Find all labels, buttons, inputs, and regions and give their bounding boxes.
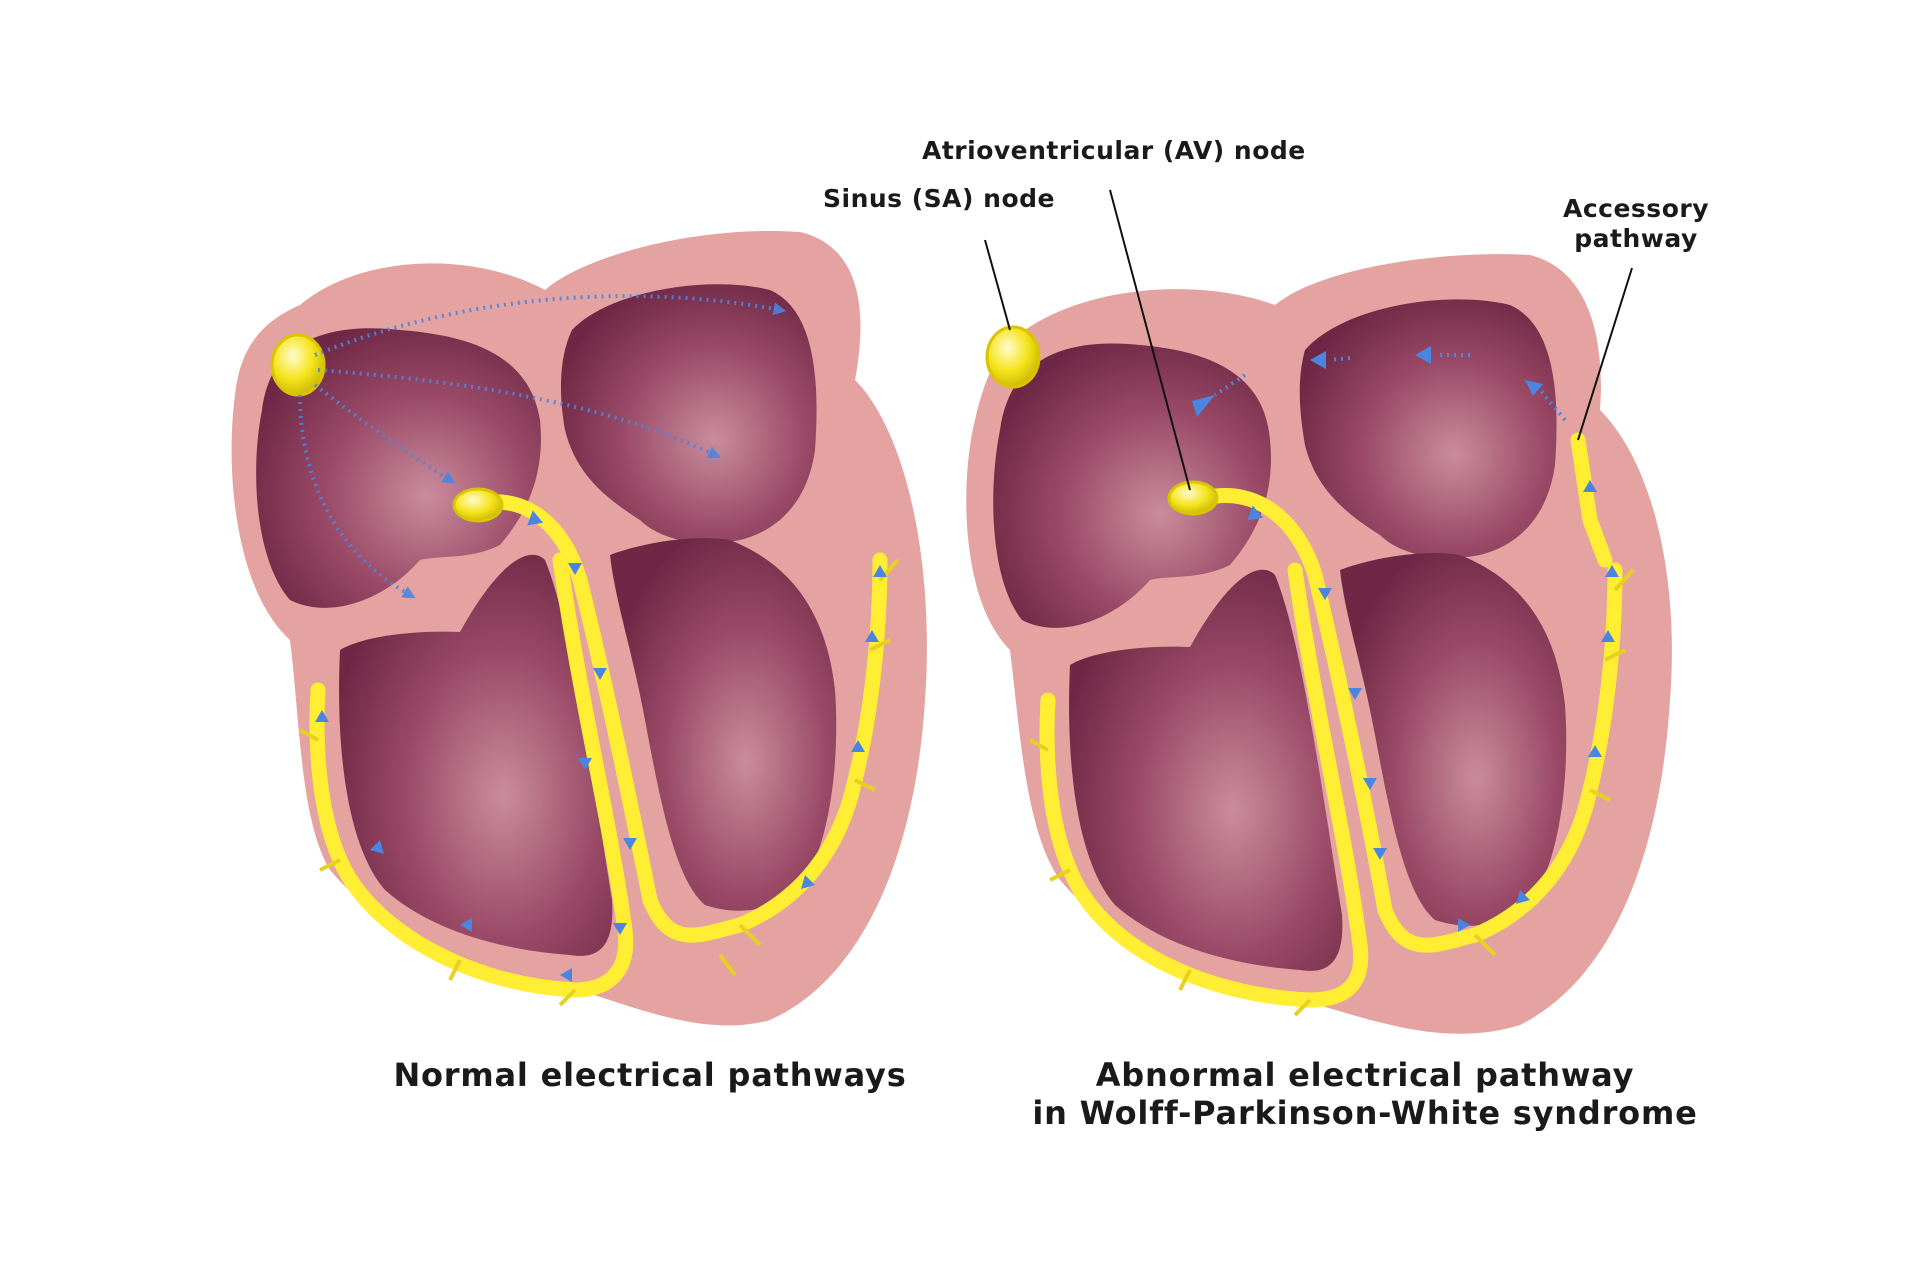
wpw-arrow-left [1415,346,1431,364]
normal-arrow-left [370,840,384,854]
sa-node-leader [984,239,1011,331]
normal-arrow-up [873,565,887,577]
wpw-atrial-dash-lines [1213,353,1567,422]
wpw-arrow-down [1373,848,1387,860]
normal-right-ventricle [339,554,613,956]
normal-av-node [452,487,504,523]
normal-arrow-up [315,710,329,722]
wpw-arrow-up [1601,630,1615,642]
normal-arrow-down [613,923,627,935]
normal-atrial-signal-arrows [298,294,787,599]
wpw-arrow-down [1247,505,1264,521]
normal-purkinje-branches [299,558,900,1007]
wpw-arrow-up-left [1525,380,1543,396]
label-leader-lines [984,189,1633,491]
normal-arrow-left [460,918,472,932]
wpw-left-ventricle [1340,553,1567,926]
normal-arrow-down [568,563,582,575]
normal-right-atrium [256,328,541,608]
wpw-av-node [1167,480,1219,516]
wpw-left-atrium [1299,299,1557,559]
normal-arrow-down [578,758,592,770]
normal-caption: Normal electrical pathways [393,1056,907,1094]
normal-arrow-to-left-atrium-top [314,294,787,357]
normal-arrow-down [623,838,637,850]
accessory-pathway-label-line2: pathway [1574,224,1698,253]
wpw-right-ventricle [1069,569,1343,971]
normal-arrow-right [801,875,815,889]
abnormal-caption-line2: in Wolff-Parkinson-White syndrome [1032,1094,1698,1133]
normal-arrow-up [865,630,879,642]
normal-heart [231,230,927,1026]
accessory-pathway-label-line1: Accessory [1562,194,1709,223]
normal-his-bundle [462,494,658,908]
normal-arrow-up [851,740,865,752]
normal-arrow-down [593,668,607,680]
wpw-arrow-down [1348,688,1362,700]
normal-arrow-to-right-atrium [298,394,416,599]
normal-right-bundle [642,552,888,943]
accessory-pathway-label: Accessory pathway [1536,194,1736,254]
normal-left-atrium [560,284,817,544]
wpw-conduction-arrows [1247,480,1619,932]
normal-arrow-to-av-node [313,383,456,484]
wpw-arrow-up [1605,565,1619,577]
abnormal-caption-line1: Abnormal electrical pathway [1095,1056,1635,1094]
abnormal-caption: Abnormal electrical pathway in Wolff-Par… [985,1056,1745,1133]
wpw-his-bundle [1197,488,1393,918]
av-node-label: Atrioventricular (AV) node [922,136,1306,165]
wpw-arrow-down-left [1192,395,1215,417]
accessory-pathway-leader [1577,267,1633,441]
wpw-arrow-down [1318,588,1332,600]
wpw-accessory-pathway [1570,432,1613,568]
normal-left-ventricle [610,538,837,911]
normal-arrow-left [560,968,572,982]
normal-arrow-down [527,510,544,526]
normal-conduction-arrows [315,510,887,982]
wpw-arrow-left [1310,351,1326,369]
wpw-arrow-right [1516,890,1530,904]
wpw-heart [966,254,1672,1034]
normal-sa-node [270,333,326,397]
wpw-right-atrium [993,343,1271,628]
sa-node-label: Sinus (SA) node [823,184,1055,213]
wpw-right-bundle [1377,562,1623,953]
wpw-arrow-right [1458,918,1470,932]
wpw-sa-node [985,325,1041,389]
av-node-leader [1109,189,1191,491]
wpw-purkinje-branches [1029,568,1635,1017]
wpw-arrow-up [1588,745,1602,757]
wpw-arrow-up [1583,480,1597,492]
wpw-arrow-down [1363,778,1377,790]
wpw-atrial-signal-arrows [1192,346,1543,417]
